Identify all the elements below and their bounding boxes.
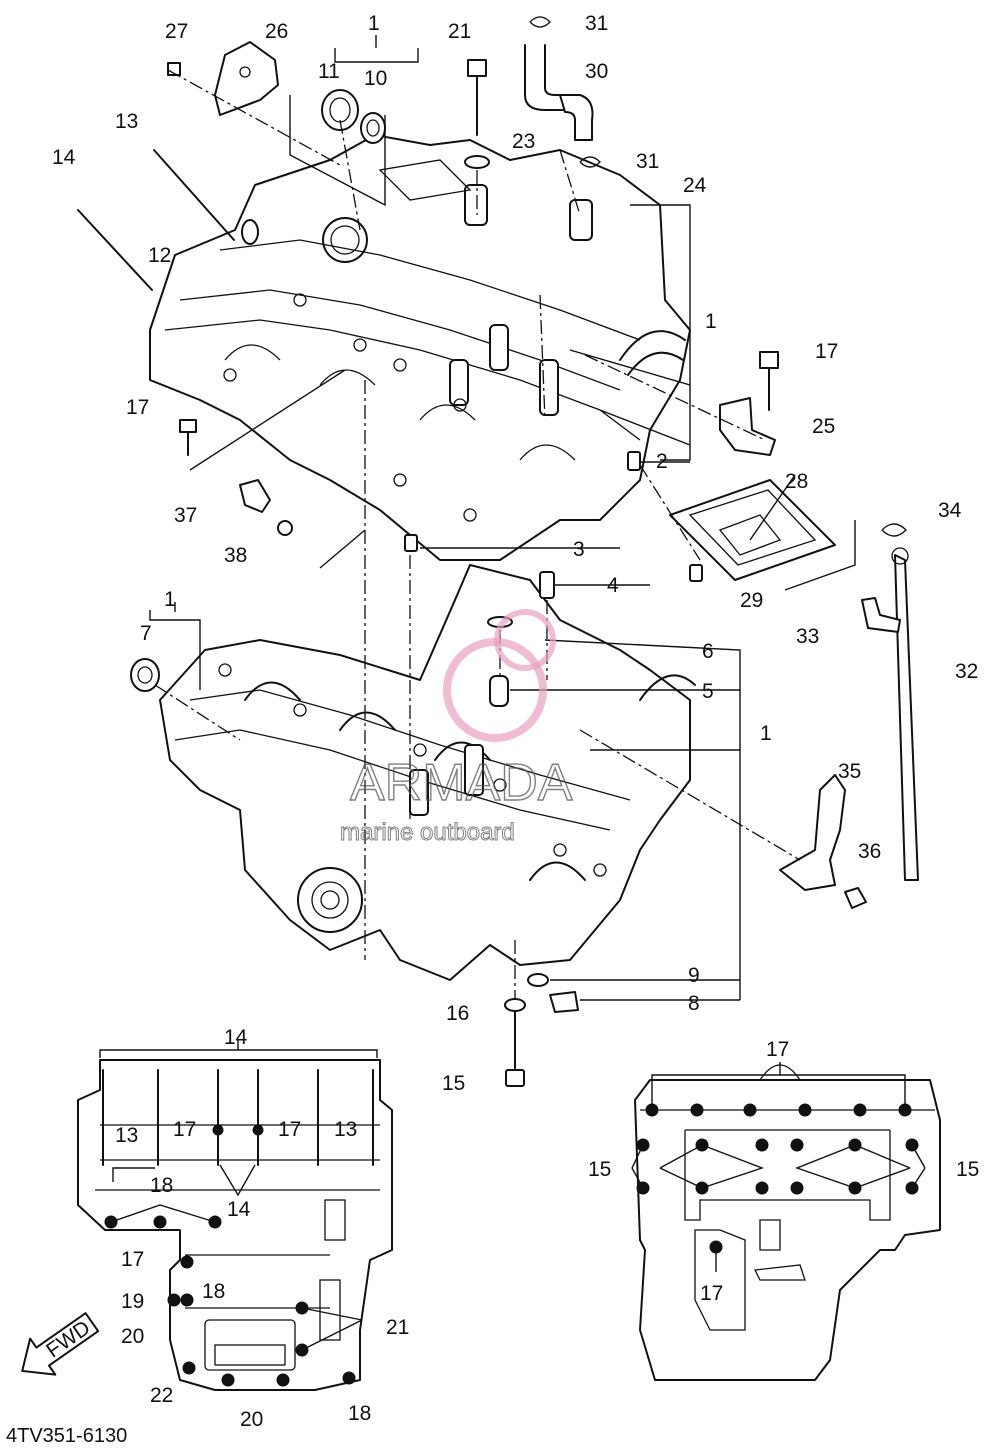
callout-14: 14 [52, 146, 76, 169]
watermark-brand: ARMADA [350, 754, 573, 812]
callout-31a: 31 [585, 12, 608, 35]
lower-crankcase [159, 564, 696, 981]
inset-callout-19: 19 [121, 1290, 144, 1313]
watermark: ARMADA marine outboard [340, 609, 573, 847]
inset-callout-17d: 17 [766, 1038, 789, 1061]
inset-callout-17a: 17 [173, 1118, 196, 1141]
callout-33: 33 [796, 625, 819, 648]
callout-34: 34 [938, 499, 962, 522]
inset-callout-18b: 18 [202, 1280, 225, 1303]
inset-callout-21: 21 [386, 1316, 409, 1339]
forward-arrow: FWD [21, 1312, 100, 1376]
assembly-lines [154, 69, 801, 1000]
callout-28: 28 [785, 470, 808, 493]
inset-callout-20a: 20 [121, 1325, 144, 1348]
inset-callout-17e: 17 [700, 1282, 723, 1305]
callout-25: 25 [812, 415, 835, 438]
callout-36: 36 [858, 840, 881, 863]
callout-30: 30 [585, 60, 608, 83]
callout-29: 29 [740, 589, 763, 612]
callout-17a: 17 [815, 340, 838, 363]
callout-4: 4 [607, 574, 619, 597]
inset-callout-13b: 13 [334, 1118, 357, 1141]
callout-3: 3 [573, 538, 585, 561]
callout-26: 26 [265, 20, 288, 43]
callout-10: 10 [364, 67, 387, 90]
inset-callout-18c: 18 [348, 1402, 371, 1425]
callout-16: 16 [446, 1002, 469, 1025]
inset-callout-14a: 14 [224, 1026, 248, 1049]
inset-callout-14b: 14 [227, 1198, 251, 1221]
callout-labels: 1 10 11 27 26 21 31 30 23 31 13 14 24 12… [52, 12, 979, 1431]
inset-callout-17c: 17 [121, 1248, 144, 1271]
inset-lower-case-bolts [77, 1040, 393, 1391]
callout-35: 35 [838, 760, 861, 783]
inset-callout-22: 22 [150, 1384, 173, 1407]
inset-callout-15b: 15 [956, 1158, 979, 1181]
inset-upper-case-bolts [631, 1062, 941, 1381]
callout-13: 13 [115, 110, 138, 133]
callout-11: 11 [318, 60, 340, 83]
callout-17b: 17 [126, 396, 149, 419]
callout-1c: 1 [164, 588, 176, 611]
callout-5: 5 [702, 680, 714, 703]
inset-callout-13a: 13 [115, 1124, 138, 1147]
leader-lines [149, 35, 856, 1001]
callout-8: 8 [688, 992, 700, 1015]
callout-27: 27 [165, 20, 188, 43]
inset-callout-20b: 20 [240, 1408, 263, 1431]
callout-31b: 31 [636, 150, 659, 173]
callout-7: 7 [140, 622, 152, 645]
callout-9: 9 [688, 964, 700, 987]
callout-1: 1 [368, 12, 380, 35]
callout-24: 24 [683, 174, 707, 197]
callout-6: 6 [702, 640, 714, 663]
callout-23: 23 [512, 130, 535, 153]
callout-32: 32 [955, 660, 978, 683]
drawing-code: 4TV351-6130 [6, 1425, 127, 1447]
callout-1d: 1 [760, 722, 772, 745]
callout-1b: 1 [705, 310, 717, 333]
small-parts [77, 16, 919, 1087]
callout-38: 38 [224, 544, 247, 567]
inset-callout-17b: 17 [278, 1118, 301, 1141]
inset-callout-15a: 15 [588, 1158, 611, 1181]
inset-callout-18a: 18 [150, 1174, 173, 1197]
callout-21: 21 [448, 20, 471, 43]
callout-2: 2 [656, 450, 668, 473]
callout-37: 37 [174, 504, 197, 527]
callout-15: 15 [442, 1072, 465, 1095]
upper-crankcase [149, 134, 691, 561]
watermark-tagline: marine outboard [340, 819, 515, 846]
callout-12: 12 [148, 244, 171, 267]
